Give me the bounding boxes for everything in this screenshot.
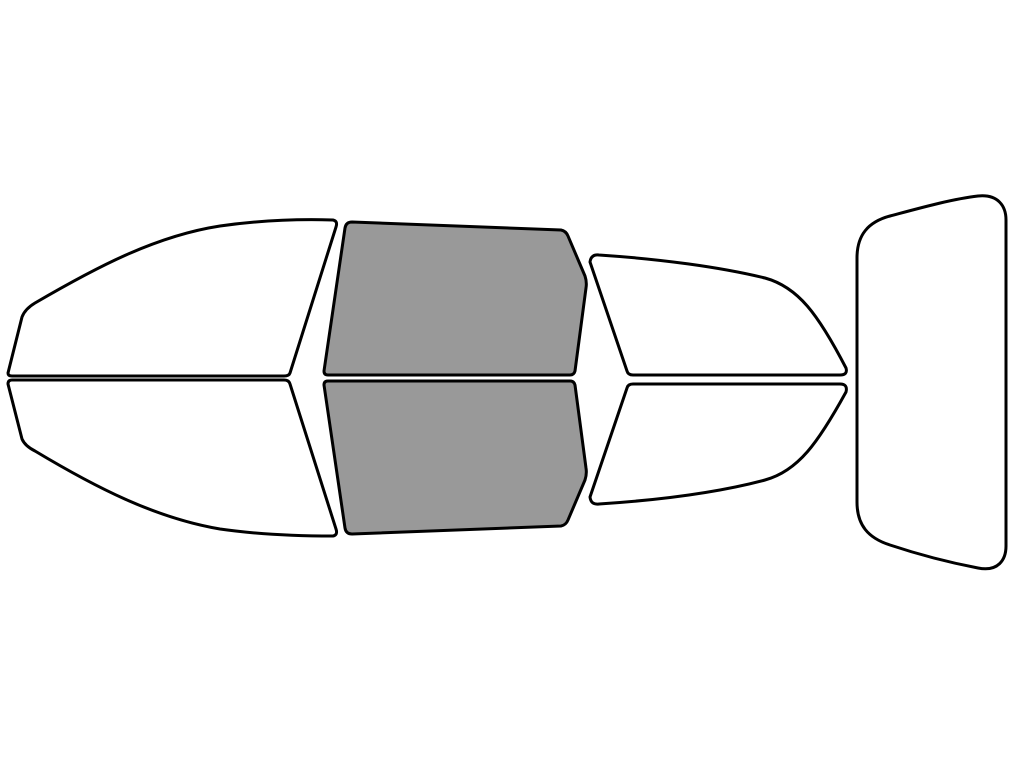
rear-door-window-bottom[interactable]: [588, 382, 848, 506]
front-door-window-bottom[interactable]: [322, 379, 588, 536]
front-door-window-top[interactable]: [322, 220, 588, 377]
front-windshield-top-half[interactable]: [6, 218, 339, 378]
rear-door-window-top[interactable]: [588, 253, 848, 377]
front-windshield-bottom-half[interactable]: [6, 378, 339, 538]
rear-window[interactable]: [855, 194, 1008, 571]
